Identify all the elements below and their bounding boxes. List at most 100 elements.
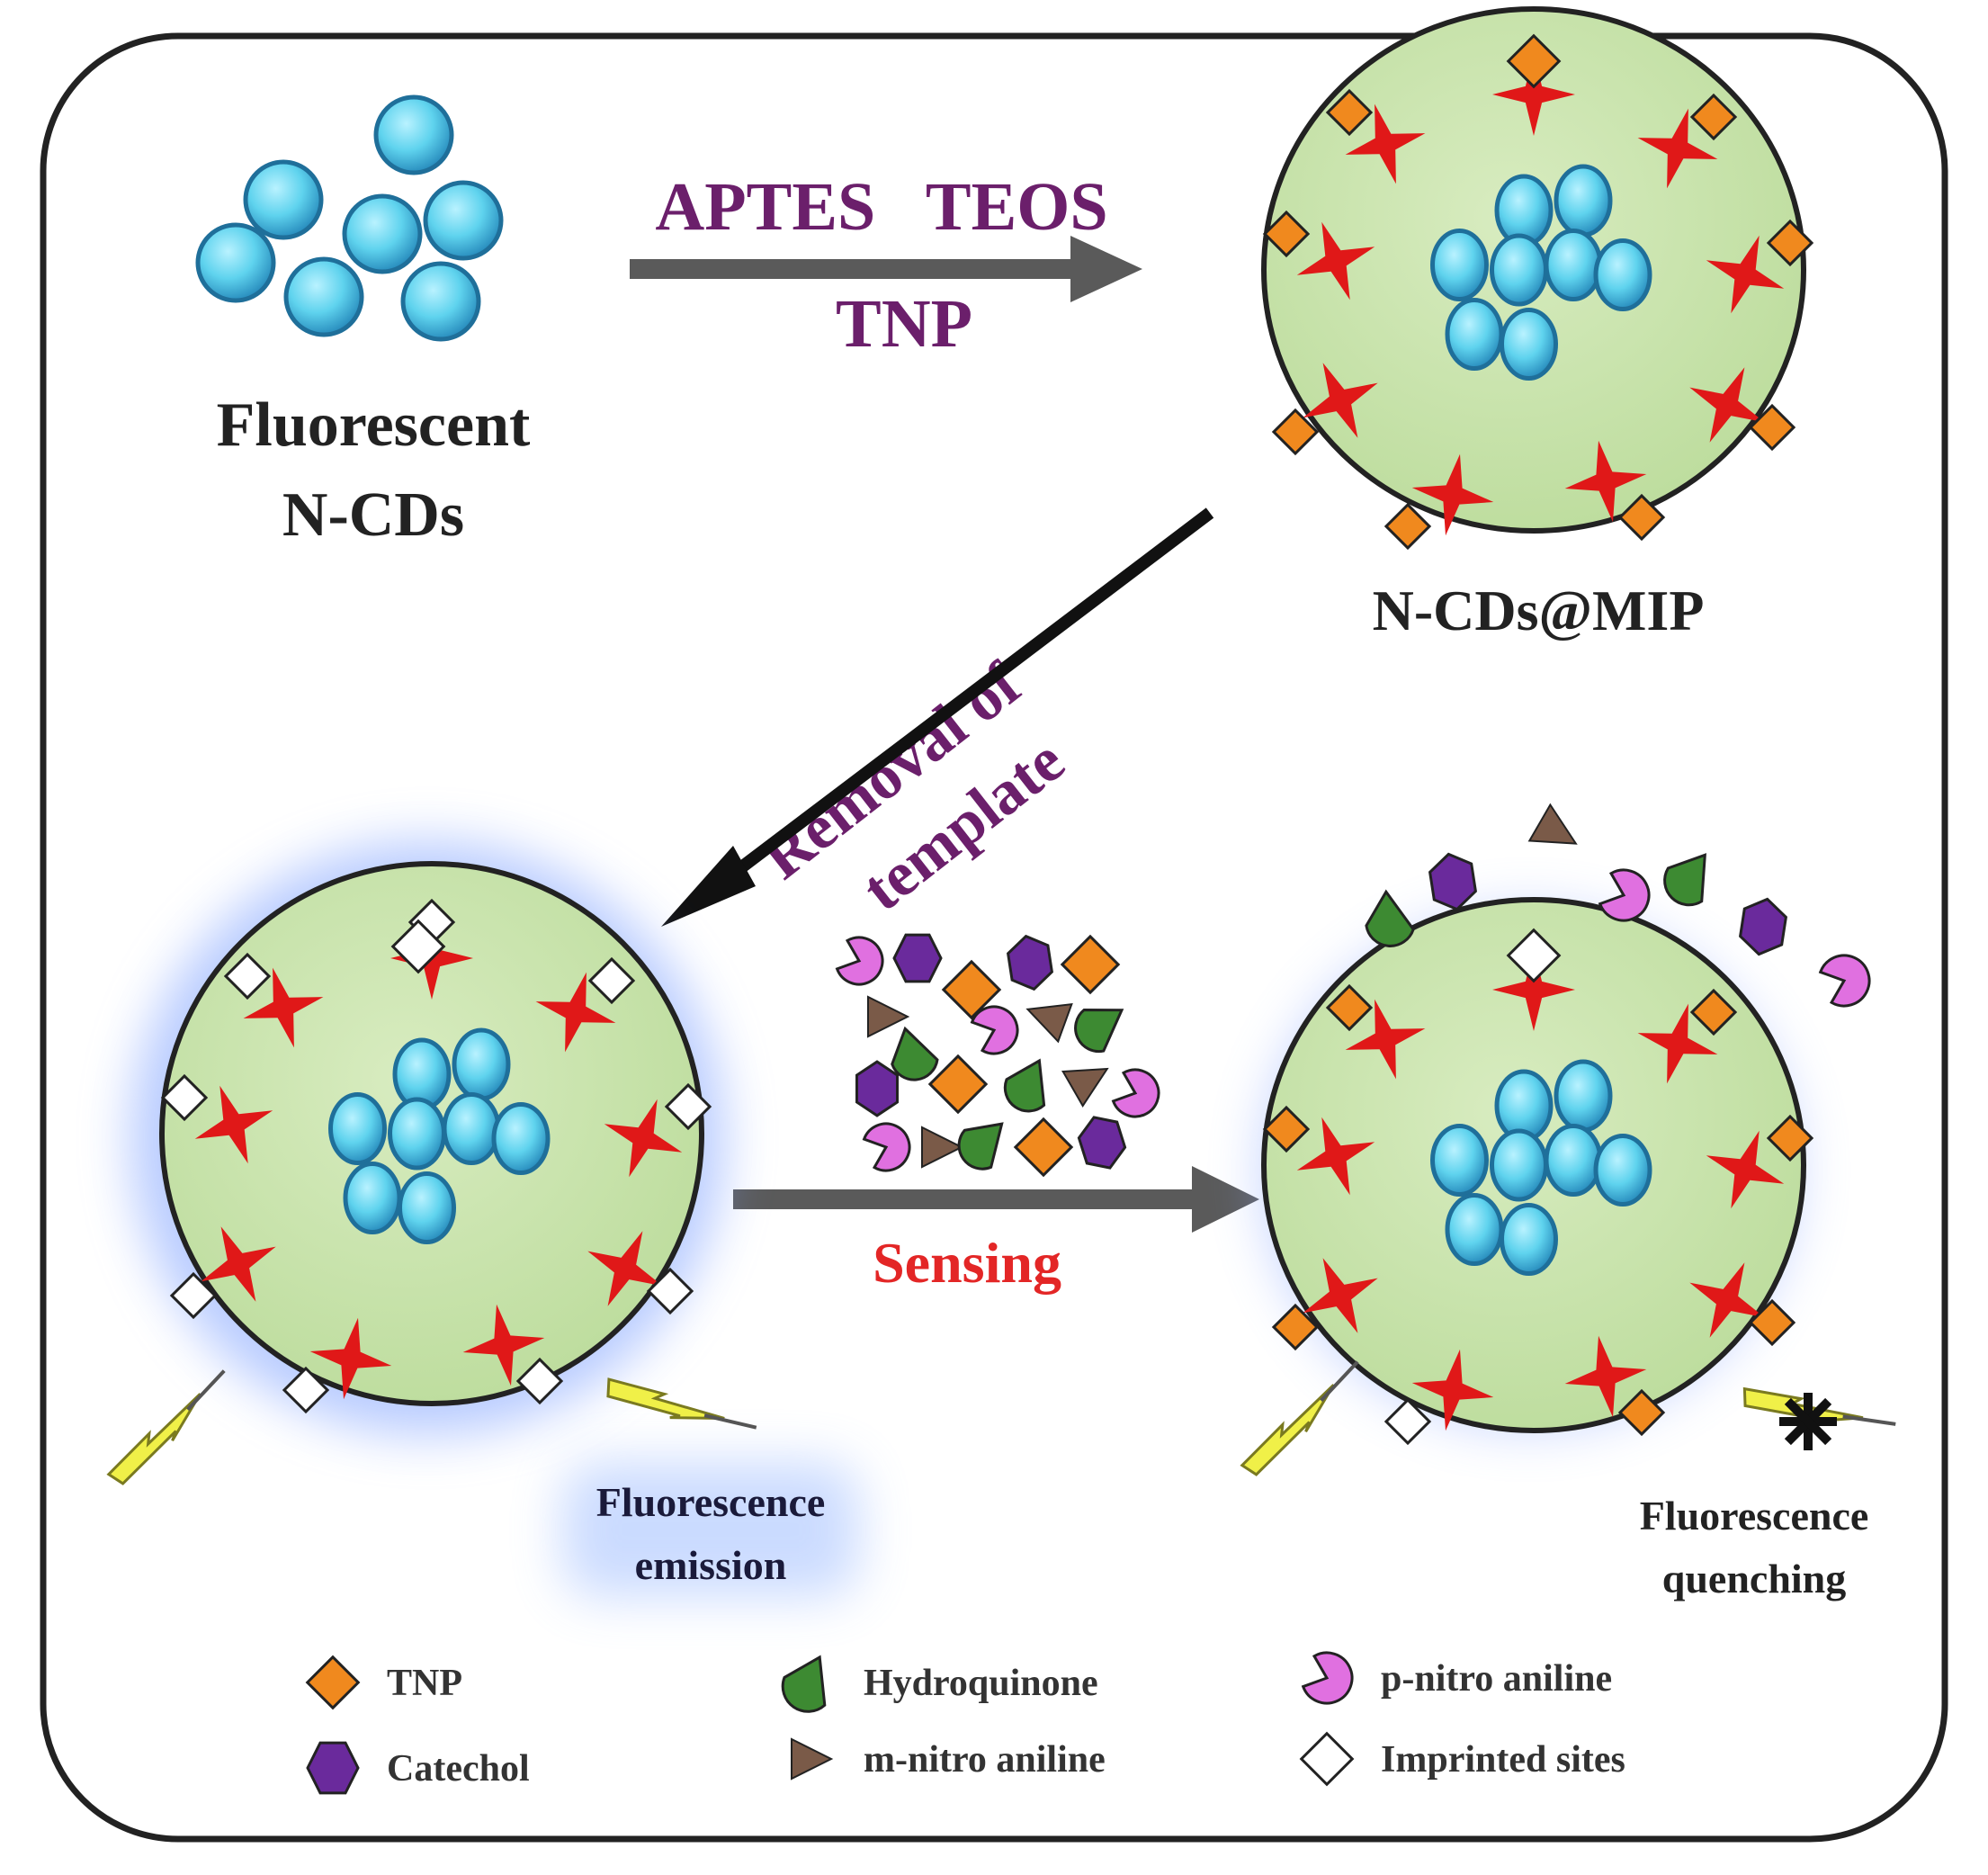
tnp-diamond-icon [1013, 1117, 1074, 1178]
carbon-dot-icon [342, 193, 423, 274]
tnp-diamond-icon [941, 959, 1002, 1020]
imprinted-site-icon [169, 1271, 218, 1320]
tnp-diamond-icon [1617, 493, 1666, 542]
legend-label: Imprinted sites [1381, 1739, 1625, 1781]
template-star-icon [1296, 221, 1375, 301]
carbon-dot-icon [1593, 238, 1652, 311]
imprinted-site-icon [160, 1073, 209, 1122]
p-nitro-aniline-icon [862, 1122, 911, 1172]
tnp-diamond-icon [1262, 210, 1311, 258]
legend-label: m-nitro aniline [864, 1739, 1106, 1781]
tnp-diamond-icon [1060, 934, 1121, 995]
carbon-dot-icon [442, 1092, 501, 1165]
legend-item: m-nitro aniline [791, 1737, 1106, 1781]
bolt-icon [1240, 1360, 1359, 1476]
ncds-label-line2: N-CDs [282, 480, 464, 550]
sensing-sphere [1261, 897, 1814, 1446]
tnp-diamond-icon [305, 1655, 361, 1710]
imprinted-sphere [159, 861, 712, 1414]
carbon-dot-icon [1554, 164, 1613, 238]
emission-label-line1: Fluorescence [596, 1479, 826, 1525]
carbon-dot-icon [1445, 298, 1504, 371]
template-star-icon [1564, 1335, 1647, 1418]
catechol-hexagon-icon [306, 1741, 360, 1795]
imprinted-site-icon [223, 952, 272, 1000]
rejected-analytes [1365, 803, 1871, 1008]
tnp-diamond-icon [927, 1054, 989, 1115]
template-star-icon [201, 1226, 276, 1302]
carbon-dot-icon [1490, 233, 1548, 307]
p-nitro-aniline-icon [1818, 954, 1871, 1008]
analyte-mixture [835, 933, 1160, 1178]
m-nitro-aniline-triangle-icon [921, 1126, 964, 1169]
mip-label: N-CDs@MIP [1373, 579, 1705, 642]
legend-item: Catechol [306, 1741, 530, 1795]
carbon-dot-icon [1490, 1128, 1548, 1202]
template-star-icon [587, 1231, 663, 1306]
template-star-icon [604, 1099, 683, 1178]
template-star-icon [243, 967, 324, 1048]
legend-item: Hydroquinone [781, 1655, 1098, 1713]
legend-label: Catechol [387, 1748, 530, 1790]
carbon-dot-icon [195, 222, 276, 303]
carbon-dot-icon [1554, 1059, 1613, 1133]
catechol-hexagon-icon [1006, 934, 1054, 991]
hydroquinone-icon [1365, 889, 1415, 947]
template-star-icon [1706, 1130, 1785, 1209]
template-star-icon [1637, 108, 1718, 189]
free-n-cds-cluster [195, 94, 504, 342]
p-nitro-aniline-icon [1598, 868, 1651, 922]
tnp-diamond-icon [1384, 502, 1432, 551]
quenching-label-line2: quenching [1662, 1556, 1847, 1601]
catechol-hexagon-icon [1428, 852, 1478, 911]
n-cds-mip-sphere [1261, 6, 1814, 551]
m-nitro-aniline-triangle-icon [867, 995, 910, 1038]
carbon-dot-icon [491, 1102, 551, 1175]
legend-item: TNP [305, 1655, 462, 1710]
p-nitro-aniline-icon [970, 1005, 1019, 1055]
legend-label: TNP [387, 1663, 462, 1704]
template-star-icon [1411, 1349, 1494, 1431]
tnp-diamond-icon [1748, 403, 1796, 452]
removal-arrow [661, 507, 1214, 927]
m-nitro-aniline-triangle-icon [1061, 1067, 1109, 1108]
hydroquinone-icon [781, 1655, 827, 1713]
tnp-diamond-icon [1689, 988, 1738, 1036]
template-star-icon [535, 972, 616, 1053]
sensing-arrow [733, 1166, 1259, 1233]
carbon-dot-icon [1544, 229, 1603, 301]
legend-label: p-nitro aniline [1381, 1658, 1612, 1700]
imprinted-site-icon [1299, 1731, 1355, 1787]
quenching-label-line1: Fluorescence [1640, 1493, 1869, 1539]
bolt-icon [606, 1377, 757, 1430]
catechol-hexagon-icon [855, 1060, 899, 1117]
template-star-icon [1689, 1262, 1765, 1338]
carbon-dot-icon [398, 1171, 456, 1244]
emission-label-line2: emission [635, 1542, 787, 1588]
carbon-dot-icon [328, 1092, 387, 1165]
tnp-diamond-icon [1766, 1114, 1814, 1162]
light-bolts [106, 1360, 1896, 1485]
hydroquinone-icon [957, 1122, 1004, 1171]
carbon-dot-icon [423, 180, 504, 261]
carbon-dot-icon [373, 94, 454, 175]
imprinted-site-icon [390, 919, 446, 974]
carbon-dot-icon [1445, 1193, 1504, 1266]
legend-item: p-nitro aniline [1301, 1651, 1612, 1705]
template-star-icon [309, 1317, 392, 1400]
template-star-icon [1345, 999, 1426, 1080]
catechol-hexagon-icon [892, 933, 943, 983]
carbon-dot-icon [388, 1097, 446, 1171]
imprinted-site-icon [282, 1366, 330, 1414]
tnp-diamond-icon [1766, 219, 1814, 267]
carbon-dot-icon [1544, 1124, 1603, 1197]
bolt-icon [106, 1369, 226, 1485]
tnp-diamond-icon [1748, 1298, 1796, 1347]
legend-label: Hydroquinone [864, 1663, 1098, 1704]
emission-label-glow [562, 1462, 859, 1597]
template-star-icon [1637, 1003, 1718, 1084]
carbon-dot-icon [283, 256, 364, 337]
carbon-dot-icon [400, 261, 481, 342]
